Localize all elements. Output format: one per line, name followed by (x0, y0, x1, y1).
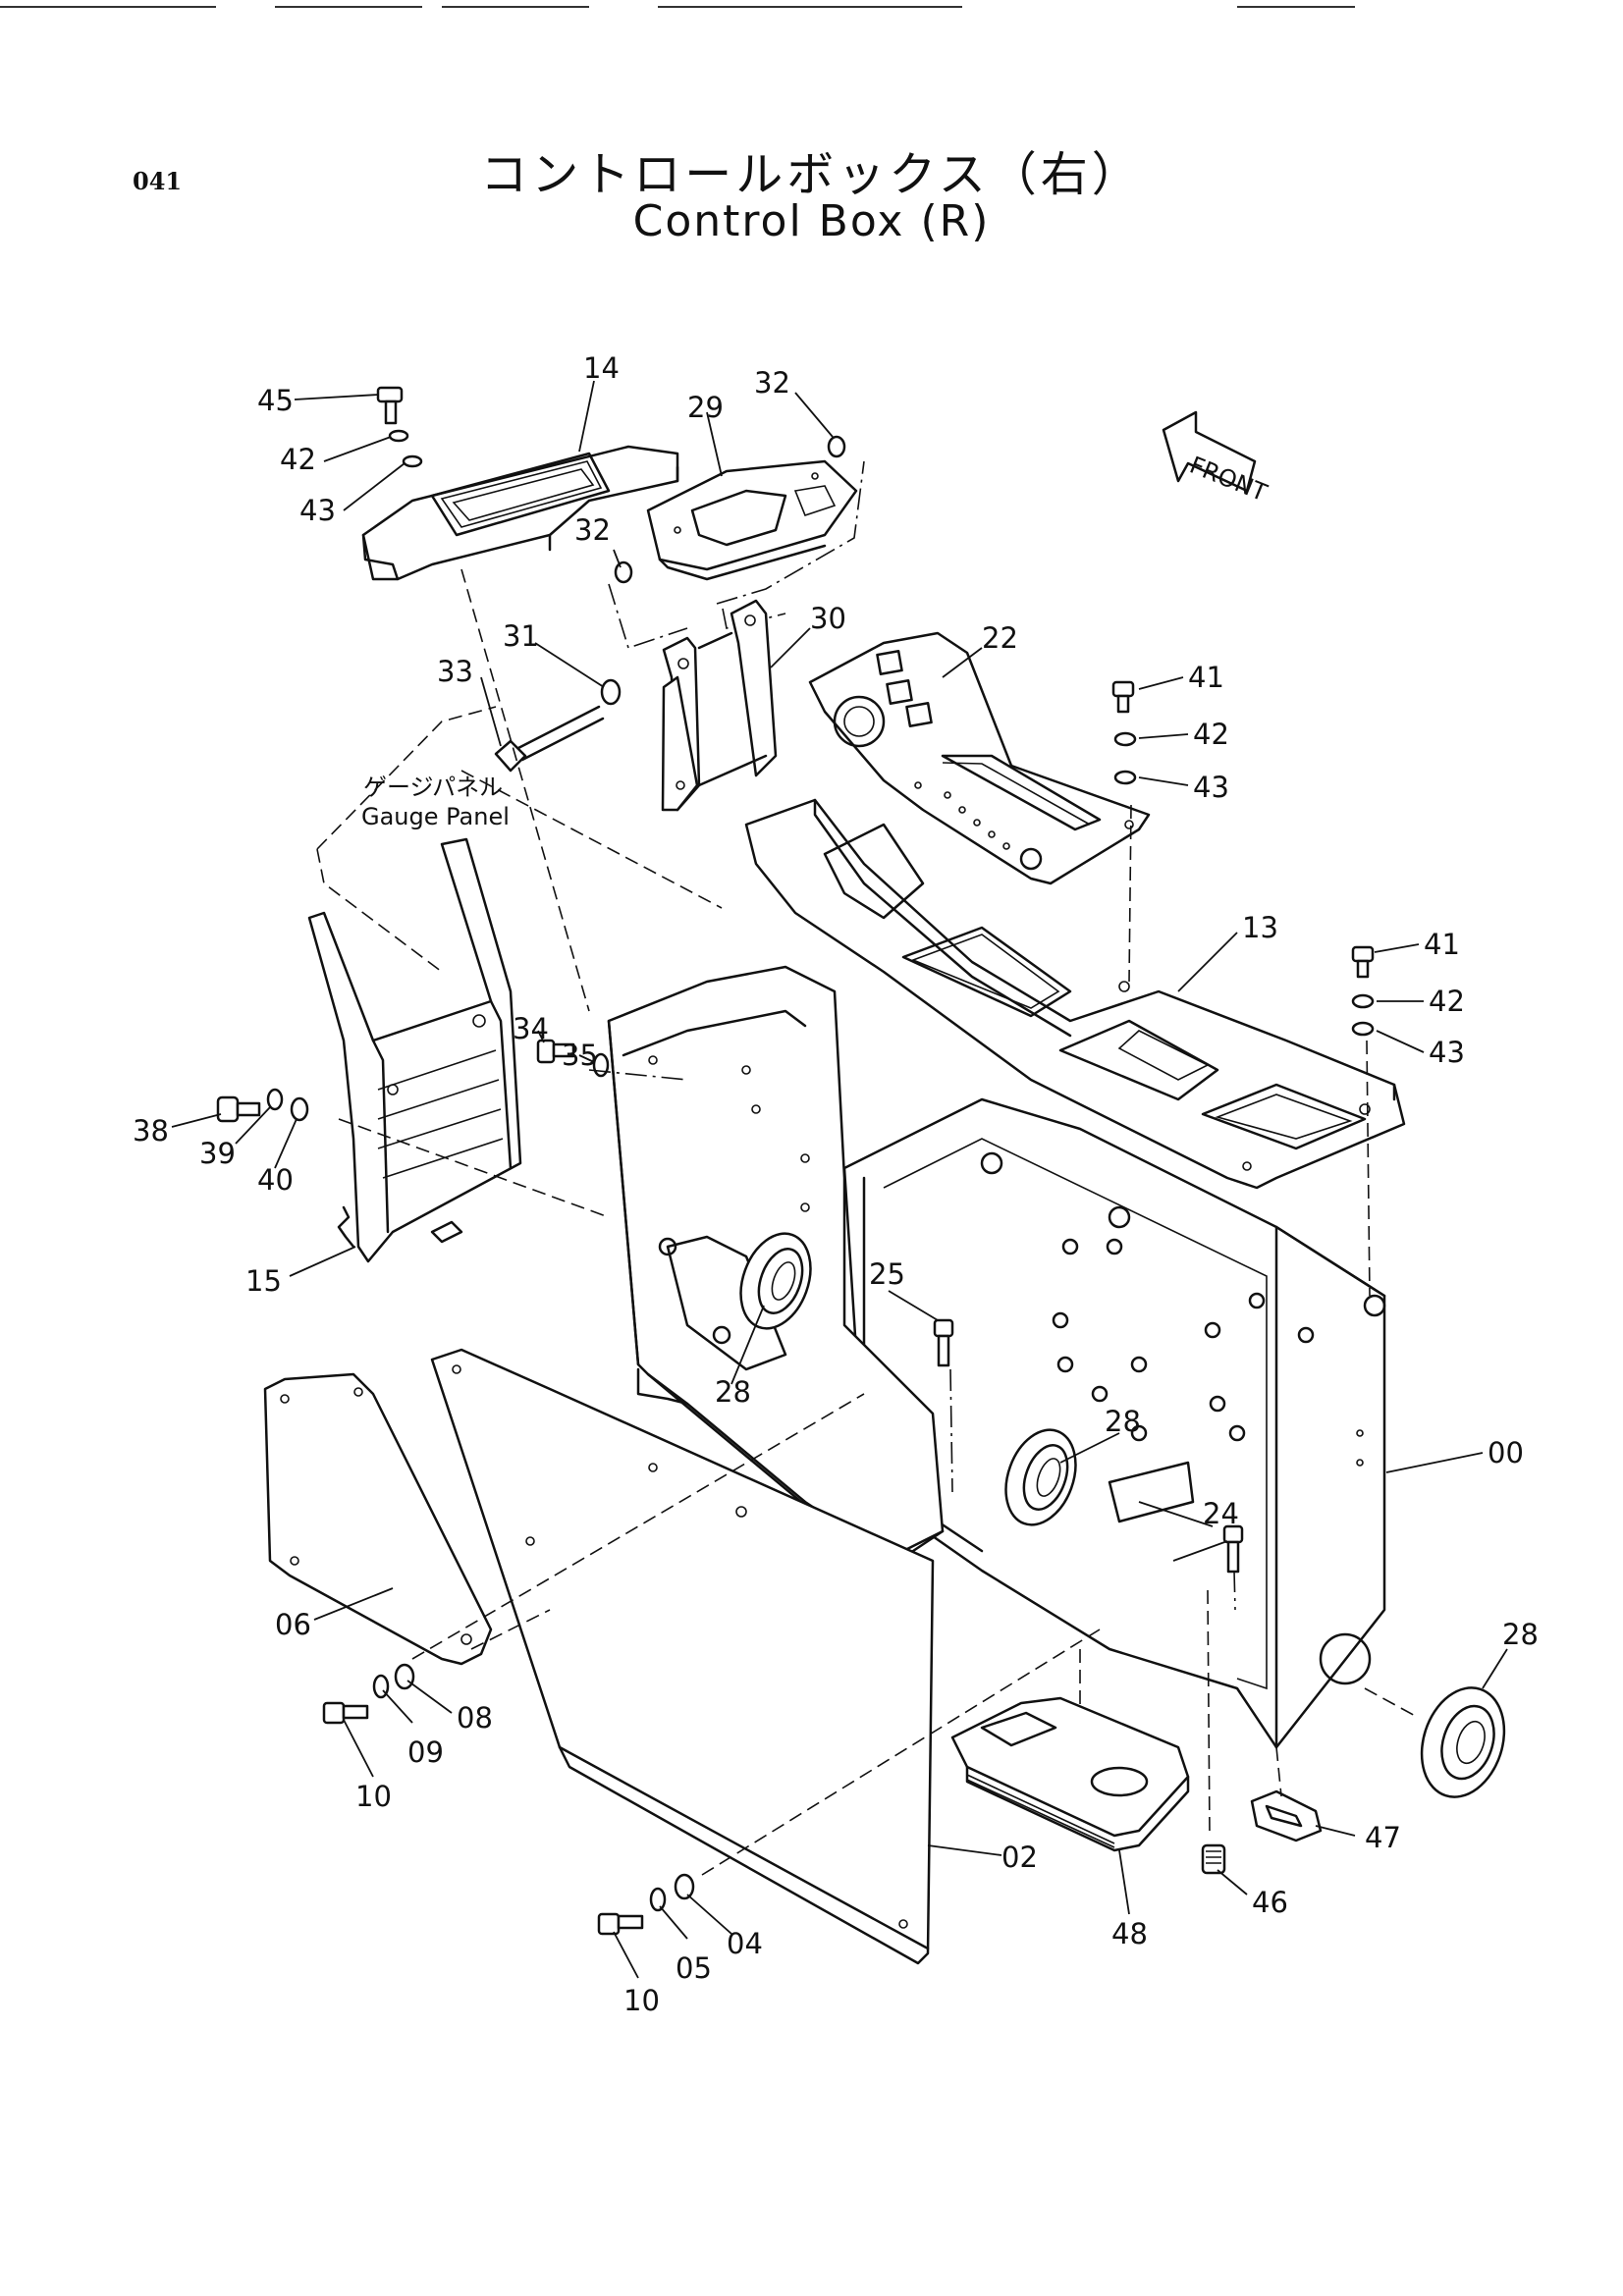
part-43-washer-a (402, 454, 423, 468)
callout-40: 40 (257, 1163, 294, 1197)
part-47-ring (1250, 1789, 1323, 1842)
callout-38: 38 (133, 1114, 169, 1148)
part-48-base-plate (950, 1696, 1190, 1852)
part-05-washer (649, 1887, 667, 1912)
callout-46: 46 (1252, 1886, 1288, 1919)
part-34-bolt (536, 1039, 575, 1064)
part-42-washer-c (1351, 993, 1375, 1009)
part-14-lever-cover (361, 445, 679, 581)
part-08-washer (394, 1663, 415, 1690)
callout-32-top: 32 (754, 366, 790, 400)
callout-10-lower: 10 (623, 1984, 660, 2017)
callout-28-mid: 28 (1105, 1405, 1141, 1438)
callout-45: 45 (257, 384, 294, 417)
callout-02: 02 (1001, 1841, 1038, 1874)
part-15-gauge-frame (307, 837, 522, 1263)
callout-35: 35 (562, 1039, 598, 1072)
callout-15: 15 (245, 1264, 282, 1298)
part-10-bolt-a (322, 1701, 369, 1725)
callout-33: 33 (437, 655, 473, 688)
part-30-bracket (697, 599, 778, 787)
part-04-washer (674, 1873, 695, 1900)
part-45-bolt (376, 386, 404, 425)
callout-42-top: 42 (280, 443, 316, 476)
callout-04: 04 (727, 1927, 763, 1960)
callout-28-left: 28 (715, 1375, 751, 1409)
gauge-panel-label-en: Gauge Panel (361, 803, 510, 830)
part-22-top-panel (808, 631, 1151, 885)
callout-06: 06 (275, 1608, 311, 1641)
part-40-washer (290, 1096, 309, 1122)
title-english: Control Box (R) (632, 196, 991, 246)
callout-43-top: 43 (299, 494, 336, 527)
part-43-washer-b (1113, 770, 1137, 785)
callout-00: 00 (1488, 1436, 1524, 1469)
part-06-side-panel (263, 1372, 493, 1666)
part-28-grommet-a (739, 1232, 812, 1330)
part-41-bolt-a (1111, 680, 1135, 714)
callout-09: 09 (407, 1735, 444, 1769)
callout-41-right: 41 (1424, 928, 1460, 961)
gauge-panel-label-jp: ゲージパネル (363, 774, 503, 801)
callout-39: 39 (199, 1137, 236, 1170)
callout-22: 22 (982, 621, 1018, 655)
part-41-bolt-b (1351, 945, 1375, 979)
callout-34: 34 (513, 1012, 549, 1045)
callout-43-right: 43 (1429, 1036, 1465, 1069)
part-38-bolt (216, 1095, 261, 1123)
part-31-bracket (661, 636, 701, 812)
part-31-washer (600, 678, 622, 706)
callout-42-right: 42 (1429, 985, 1465, 1018)
callout-41-top: 41 (1188, 661, 1224, 694)
part-42-washer-a (388, 429, 409, 443)
callout-28-right: 28 (1502, 1618, 1539, 1651)
part-43-washer-c (1351, 1021, 1375, 1037)
callout-14: 14 (583, 351, 620, 385)
part-33-bolt (494, 705, 605, 773)
front-mark-label: FRONT (1186, 452, 1271, 507)
title-japanese: コントロールボックス（右） (480, 147, 1143, 202)
callout-08: 08 (457, 1701, 493, 1735)
callout-42-mid: 42 (1193, 718, 1229, 751)
part-28-grommet-c (1420, 1686, 1506, 1798)
part-13-console-frame (744, 798, 1406, 1190)
part-10-bolt-b (597, 1912, 644, 1936)
callout-43-mid: 43 (1193, 771, 1229, 804)
callout-24: 24 (1203, 1497, 1239, 1530)
callout-13: 13 (1242, 911, 1278, 944)
part-42-washer-b (1113, 731, 1137, 747)
part-24-bolt (1222, 1524, 1244, 1574)
part-39-washer (266, 1088, 284, 1111)
front-arrow-icon: FRONT (1162, 410, 1271, 507)
part-32-washer-a (827, 435, 846, 458)
part-25-bolt (933, 1318, 954, 1367)
callout-25: 25 (869, 1257, 905, 1291)
part-28-grommet-b (1004, 1428, 1077, 1526)
callout-48: 48 (1111, 1917, 1148, 1950)
callout-29: 29 (687, 391, 724, 424)
callout-05: 05 (676, 1951, 712, 1985)
part-32-washer-b (614, 561, 633, 584)
callout-32-mid: 32 (574, 513, 611, 547)
callout-47: 47 (1365, 1821, 1401, 1854)
callout-31: 31 (503, 619, 539, 653)
callout-30: 30 (810, 602, 846, 635)
part-29-plate (646, 459, 858, 581)
part-46-nut (1201, 1843, 1226, 1875)
page-number: 041 (133, 167, 183, 195)
callout-10-upper: 10 (355, 1780, 392, 1813)
